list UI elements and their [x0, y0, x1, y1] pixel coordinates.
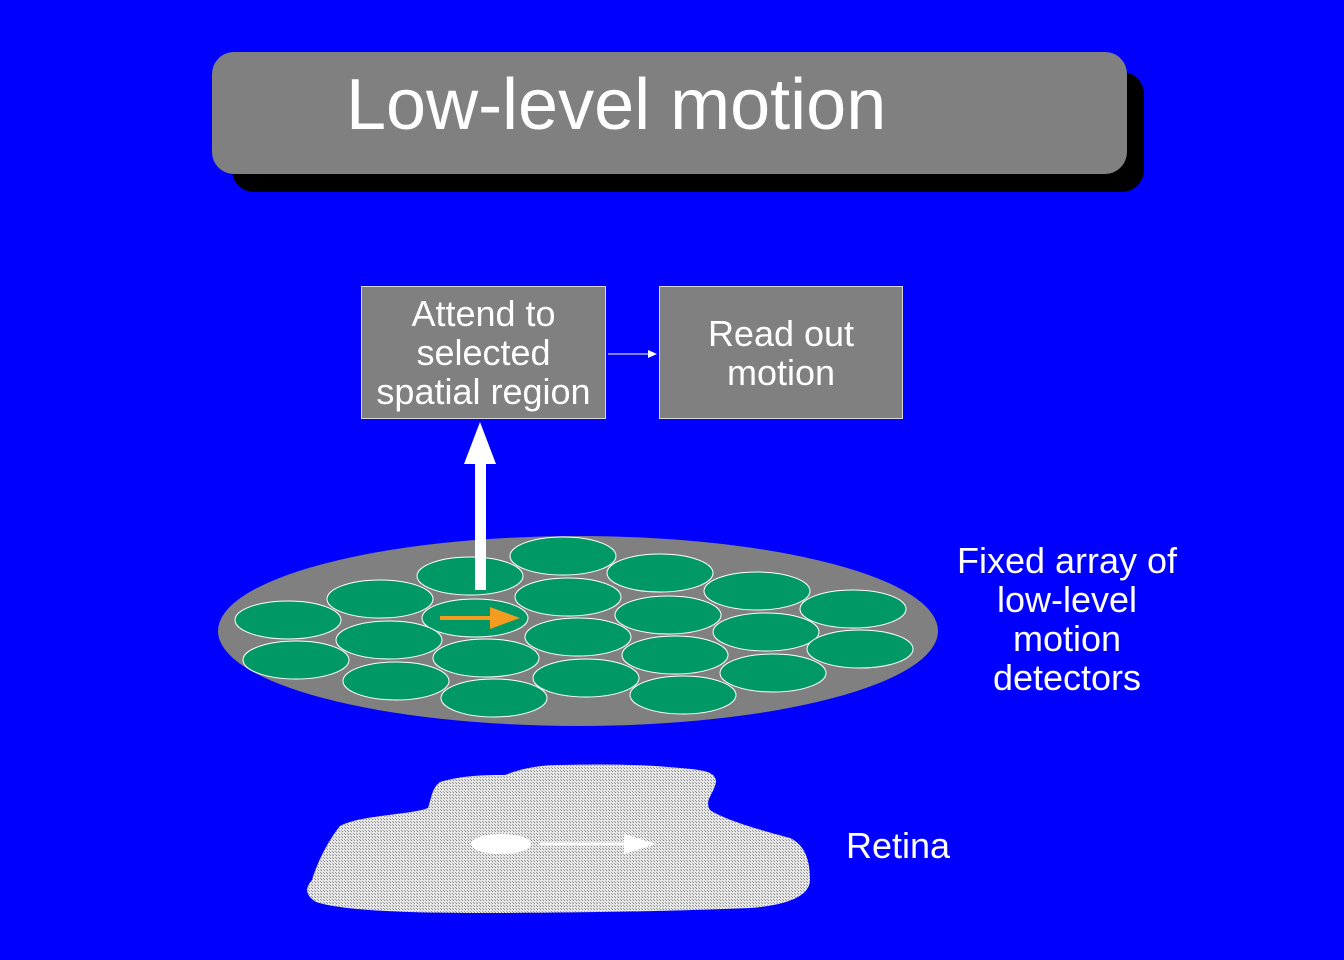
motion-detector	[524, 617, 632, 657]
motion-detector	[342, 661, 450, 701]
motion-detector	[621, 635, 729, 675]
motion-detector	[629, 675, 737, 715]
retina-shape	[307, 764, 810, 913]
motion-detector	[799, 589, 907, 629]
box-connector-arrow	[608, 350, 657, 358]
motion-detector	[440, 678, 548, 718]
motion-detector	[606, 553, 714, 593]
motion-detector	[712, 612, 820, 652]
retinal-stimulus	[471, 834, 531, 854]
detected-motion-arrow	[440, 607, 520, 629]
read-out-motion-label: Read out motion	[707, 312, 855, 393]
retina-label: Retina	[846, 825, 951, 866]
upward-attention-arrow	[464, 422, 496, 590]
motion-detector	[614, 595, 722, 635]
read-out-motion-box: Read out motion	[659, 286, 903, 419]
motion-detector	[432, 638, 540, 678]
motion-detector	[532, 658, 640, 698]
motion-detector	[335, 620, 443, 660]
motion-detector	[326, 579, 434, 619]
detector-array-label: Fixed array of low-level motion detector…	[956, 540, 1178, 698]
page-title: Low-level motion	[346, 65, 887, 145]
motion-detector	[416, 556, 524, 596]
motion-detector	[514, 577, 622, 617]
motion-detector	[806, 629, 914, 669]
motion-detector	[703, 571, 811, 611]
motion-detector	[719, 653, 827, 693]
attend-region-box: Attend to selected spatial region	[361, 286, 606, 419]
motion-detector	[242, 640, 350, 680]
motion-detector	[509, 536, 617, 576]
title-banner	[212, 52, 1127, 174]
retinal-motion-arrow	[540, 834, 656, 854]
attend-region-label: Attend to selected spatial region	[376, 293, 591, 412]
motion-detector	[234, 600, 342, 640]
detector-array	[234, 536, 914, 718]
